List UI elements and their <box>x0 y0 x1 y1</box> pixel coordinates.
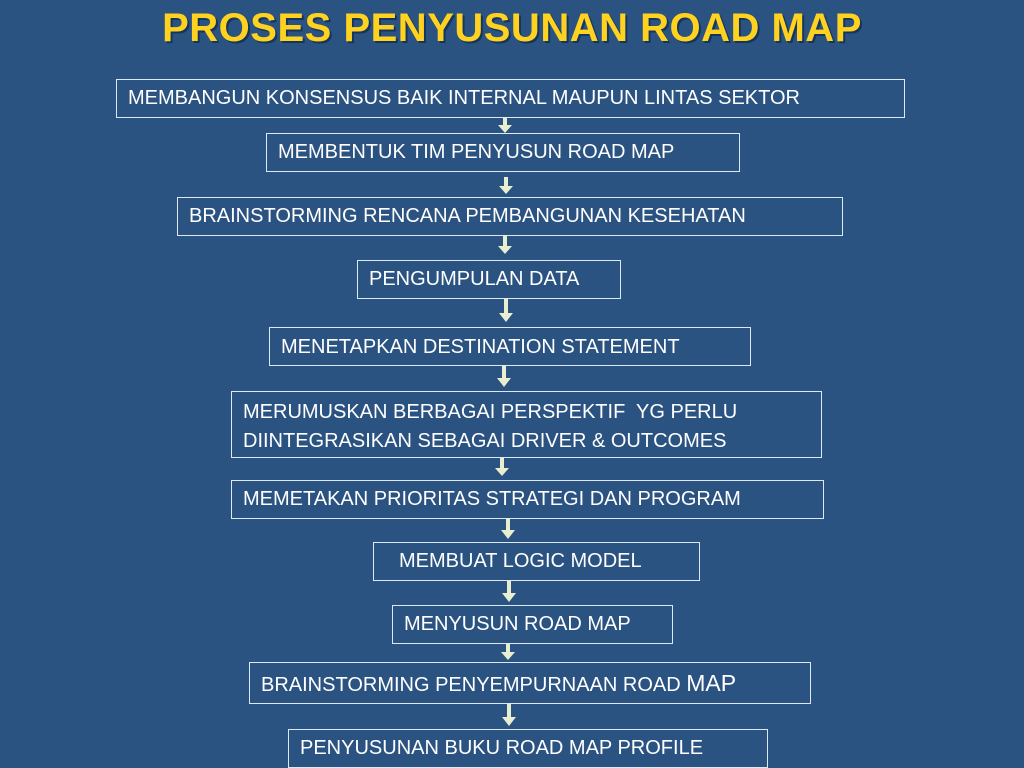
flow-step-2-label: MEMBENTUK TIM PENYUSUN ROAD MAP <box>278 141 675 163</box>
down-arrow-icon <box>498 118 512 133</box>
flow-step-10-label: BRAINSTORMING PENYEMPURNAAN ROAD <box>261 674 681 696</box>
down-arrow-icon <box>502 704 516 726</box>
flow-step-6-label-line-1: MERUMUSKAN BERBAGAI PERSPEKTIF YG PERLU <box>243 401 738 423</box>
flow-step-10: BRAINSTORMING PENYEMPURNAAN ROAD MAP <box>249 662 811 704</box>
flow-step-10-label-large: MAP <box>686 670 737 696</box>
down-arrow-icon <box>498 236 512 254</box>
page-title: PROSES PENYUSUNAN ROAD MAP <box>162 6 862 50</box>
flow-step-3: BRAINSTORMING RENCANA PEMBANGUNAN KESEHA… <box>177 197 843 236</box>
flow-step-7-label: MEMETAKAN PRIORITAS STRATEGI DAN PROGRAM <box>243 488 741 510</box>
flow-step-9: MENYUSUN ROAD MAP <box>392 605 673 644</box>
down-arrow-icon <box>502 581 516 602</box>
flow-step-2: MEMBENTUK TIM PENYUSUN ROAD MAP <box>266 133 740 172</box>
flow-step-4-label: PENGUMPULAN DATA <box>369 268 580 290</box>
flow-step-5-label: MENETAPKAN DESTINATION STATEMENT <box>281 336 680 358</box>
flow-step-1: MEMBANGUN KONSENSUS BAIK INTERNAL MAUPUN… <box>116 79 905 118</box>
down-arrow-icon <box>499 299 513 322</box>
flow-step-6-label-line-2: DIINTEGRASIKAN SEBAGAI DRIVER & OUTCOMES <box>243 430 727 452</box>
flow-step-1-label: MEMBANGUN KONSENSUS BAIK INTERNAL MAUPUN… <box>128 87 800 109</box>
flow-step-11-label: PENYUSUNAN BUKU ROAD MAP PROFILE <box>300 737 704 759</box>
flow-step-8-label: MEMBUAT LOGIC MODEL <box>399 550 642 572</box>
flow-step-9-label: MENYUSUN ROAD MAP <box>404 613 631 635</box>
flow-step-6: MERUMUSKAN BERBAGAI PERSPEKTIF YG PERLU … <box>231 391 822 458</box>
down-arrow-icon <box>501 644 515 660</box>
flow-step-3-label: BRAINSTORMING RENCANA PEMBANGUNAN KESEHA… <box>189 205 746 227</box>
flow-step-5: MENETAPKAN DESTINATION STATEMENT <box>269 327 751 366</box>
flow-step-8: MEMBUAT LOGIC MODEL <box>373 542 700 581</box>
flow-step-4: PENGUMPULAN DATA <box>357 260 621 299</box>
flow-step-7: MEMETAKAN PRIORITAS STRATEGI DAN PROGRAM <box>231 480 824 519</box>
down-arrow-icon <box>497 366 511 387</box>
down-arrow-icon <box>501 519 515 539</box>
down-arrow-icon <box>499 177 513 194</box>
flow-step-11: PENYUSUNAN BUKU ROAD MAP PROFILE <box>288 729 768 768</box>
down-arrow-icon <box>495 458 509 476</box>
